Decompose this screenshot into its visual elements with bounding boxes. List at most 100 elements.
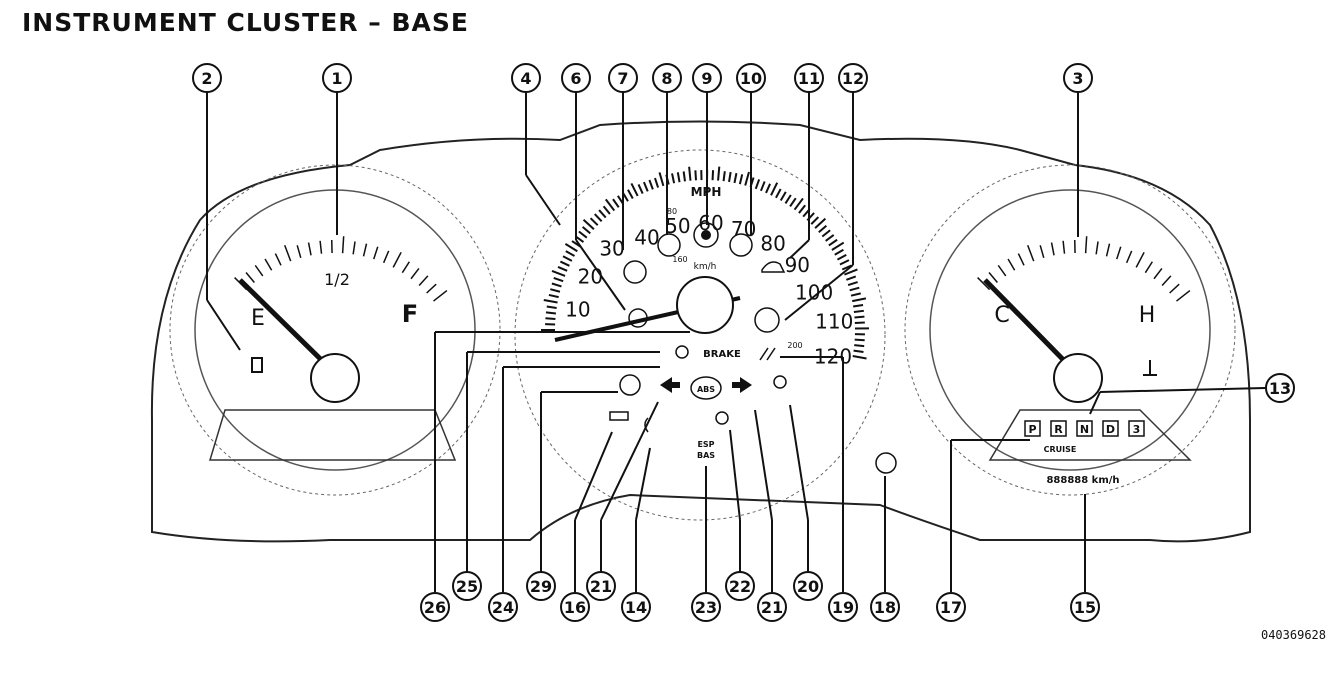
callout-circle bbox=[936, 592, 966, 622]
callout-number: 18 bbox=[874, 598, 896, 617]
tick-mark bbox=[789, 197, 797, 208]
tick-mark bbox=[1153, 267, 1163, 280]
tick-mark bbox=[550, 288, 561, 293]
tick-mark bbox=[562, 255, 573, 262]
callout-number: 13 bbox=[1269, 379, 1291, 398]
tick-mark bbox=[988, 272, 998, 283]
callout-circle bbox=[192, 63, 222, 93]
esp-indicator-icon bbox=[715, 411, 729, 425]
tick-mark bbox=[770, 182, 779, 196]
callout-circle bbox=[692, 63, 722, 93]
callout-circle bbox=[1070, 592, 1100, 622]
tick-mark bbox=[274, 253, 282, 266]
callout-circle bbox=[652, 63, 682, 93]
tick-mark bbox=[307, 242, 312, 256]
tick-mark bbox=[853, 349, 864, 353]
rear-fog-icon bbox=[759, 347, 776, 361]
tick-mark bbox=[977, 277, 991, 291]
callout-number: 2 bbox=[201, 69, 212, 88]
tick-mark bbox=[821, 229, 831, 238]
tick-mark bbox=[846, 275, 857, 281]
tick-mark bbox=[676, 172, 681, 183]
callout-number: 22 bbox=[729, 577, 751, 596]
tick-mark bbox=[602, 205, 611, 215]
callout-number: 20 bbox=[797, 577, 819, 596]
callout-number: 26 bbox=[424, 598, 446, 617]
tick-mark bbox=[1017, 253, 1025, 266]
tick-mark bbox=[564, 243, 578, 253]
callout-number: 3 bbox=[1072, 69, 1083, 88]
temp-cold-label: C bbox=[994, 303, 1009, 328]
callout-number: 12 bbox=[842, 69, 864, 88]
low-fuel-icon bbox=[628, 308, 648, 328]
gear-letter: N bbox=[1080, 423, 1089, 436]
tick-mark bbox=[612, 198, 620, 208]
callout-circle bbox=[322, 63, 352, 93]
abs-label: ABS bbox=[697, 385, 715, 394]
callout-circle bbox=[757, 592, 787, 622]
tick-mark bbox=[759, 181, 766, 192]
tick-mark bbox=[382, 250, 390, 264]
temp-needle-hub bbox=[1053, 353, 1103, 403]
tick-mark bbox=[254, 264, 264, 277]
callout-circle bbox=[793, 571, 823, 601]
temperature-gauge-ticks bbox=[977, 236, 1191, 302]
tick-mark bbox=[545, 311, 557, 315]
tick-mark bbox=[744, 171, 750, 186]
fuel-half-label: 1/2 bbox=[324, 270, 350, 289]
trip-reset-button bbox=[875, 452, 897, 474]
tick-mark bbox=[582, 219, 595, 230]
callout-circle bbox=[838, 63, 868, 93]
tick-mark bbox=[775, 188, 782, 199]
speed-label: 110 bbox=[815, 310, 853, 334]
tick-mark bbox=[426, 283, 437, 294]
tick-mark bbox=[793, 197, 804, 211]
tick-mark bbox=[711, 170, 715, 181]
tick-mark bbox=[548, 293, 559, 299]
tick-mark bbox=[283, 244, 292, 262]
tick-mark bbox=[841, 264, 852, 271]
tick-mark bbox=[658, 172, 665, 187]
tick-mark bbox=[733, 172, 738, 184]
callout-number: 1 bbox=[331, 69, 342, 88]
coolant-temp-icon bbox=[754, 307, 780, 333]
callout-circle bbox=[452, 571, 482, 601]
tick-mark bbox=[850, 292, 861, 297]
tick-mark bbox=[717, 166, 721, 181]
callout-number: 23 bbox=[695, 598, 717, 617]
callout-number: 21 bbox=[761, 598, 783, 617]
tick-mark bbox=[1050, 242, 1055, 256]
tick-mark bbox=[854, 315, 865, 319]
gear-letter: R bbox=[1054, 423, 1063, 436]
tick-mark bbox=[825, 234, 835, 242]
tick-mark bbox=[637, 184, 644, 194]
callout-circle bbox=[488, 592, 518, 622]
callout-circle bbox=[561, 63, 591, 93]
left-turn-icon bbox=[660, 377, 680, 393]
temp-hot-label: H bbox=[1139, 303, 1156, 328]
tick-mark bbox=[779, 191, 787, 202]
callout-circle bbox=[691, 592, 721, 622]
speed-label: 70 bbox=[731, 217, 756, 241]
callout-circle bbox=[608, 63, 638, 93]
tick-mark bbox=[671, 173, 676, 184]
speed-label: 20 bbox=[578, 265, 603, 289]
callout-leaders bbox=[206, 92, 1266, 592]
callout-circle bbox=[560, 592, 590, 622]
tick-mark bbox=[642, 181, 649, 192]
cruise-label: CRUISE bbox=[1044, 445, 1077, 454]
speedometer-ticks bbox=[541, 166, 870, 360]
brake-warning-label: BRAKE bbox=[703, 349, 741, 360]
tick-mark bbox=[578, 230, 588, 239]
tick-mark bbox=[589, 217, 599, 226]
speed-label: 30 bbox=[599, 237, 624, 261]
tick-mark bbox=[352, 241, 356, 255]
figure-title: INSTRUMENT CLUSTER – BASE bbox=[22, 8, 469, 37]
door-ajar-icon bbox=[623, 260, 647, 284]
tick-mark bbox=[1026, 244, 1035, 262]
